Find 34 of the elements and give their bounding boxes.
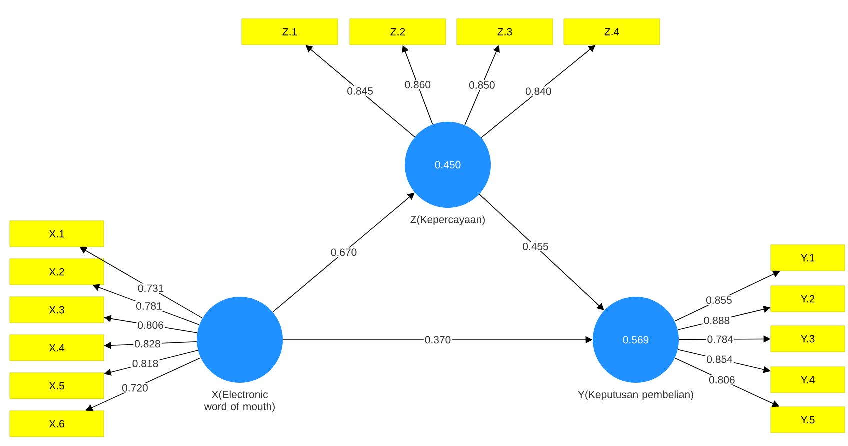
- indicator-box: Z.1: [242, 18, 338, 46]
- edge-label: 0.720: [121, 383, 150, 393]
- arrow: [306, 45, 416, 138]
- indicator-box: Z.2: [350, 18, 446, 46]
- indicator-box: Y.1: [770, 244, 846, 272]
- indicator-box: X.5: [10, 372, 104, 400]
- edge-label: 0.455: [522, 242, 550, 252]
- indicator-box: Z.4: [564, 18, 660, 46]
- indicator-box: X.1: [10, 220, 104, 248]
- edge-label: 0.731: [136, 284, 166, 294]
- indicator-box: X.4: [10, 334, 104, 362]
- node-label: Y(Keputusan pembelian): [578, 390, 694, 401]
- indicator-box: Y.5: [770, 406, 846, 434]
- indicator-box: Y.4: [770, 366, 846, 394]
- indicator-box: Z.3: [456, 18, 554, 46]
- edge-label: 0.845: [346, 86, 374, 96]
- edge-label: 0.806: [136, 320, 165, 330]
- edge-label: 0.850: [468, 80, 496, 90]
- edge-label: 0.828: [134, 339, 162, 349]
- indicator-box: X.2: [10, 258, 104, 286]
- node-label: Z(Kepercayaan): [410, 216, 485, 226]
- edge-label: 0.781: [135, 302, 164, 311]
- node-label: X(Electronic word of mouth): [204, 390, 275, 413]
- edge-label: 0.855: [705, 296, 734, 306]
- indicator-box: X.6: [10, 410, 104, 438]
- indicator-box: X.3: [10, 296, 104, 324]
- indicator-box: Y.2: [770, 286, 846, 312]
- edge-label: 0.806: [708, 375, 736, 385]
- edge-label: 0.860: [404, 80, 432, 90]
- edge-label: 0.854: [706, 354, 734, 364]
- edge-label: 0.840: [524, 86, 553, 96]
- edge-label: 0.818: [131, 359, 160, 368]
- indicator-box: Y.3: [770, 326, 846, 352]
- arrow: [272, 192, 415, 313]
